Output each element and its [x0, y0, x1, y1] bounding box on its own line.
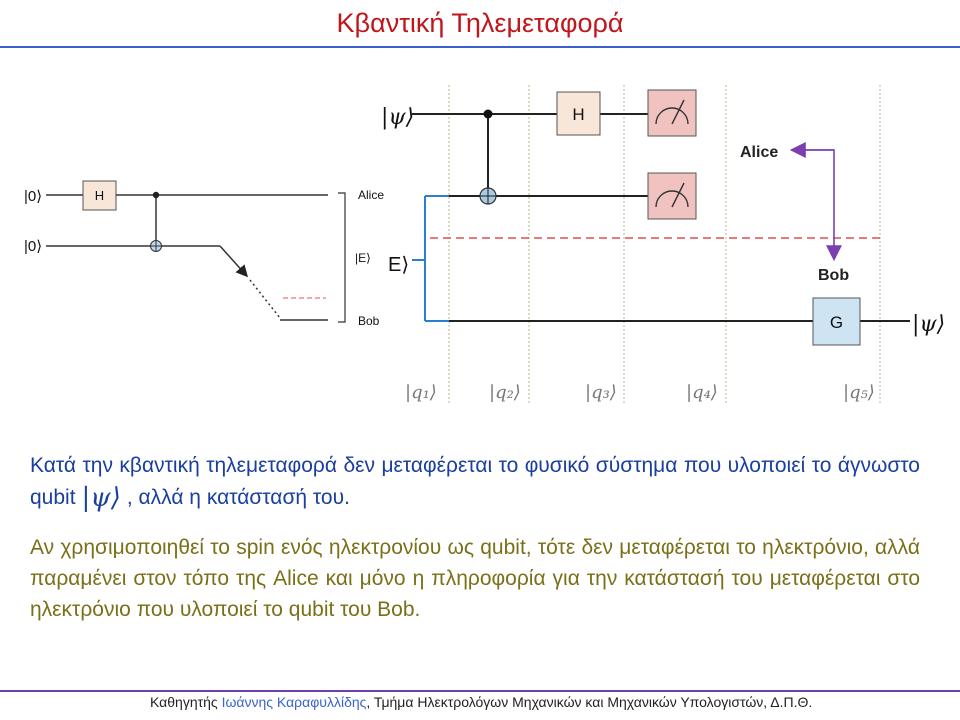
stage-label-4: |q₄⟩ — [686, 382, 718, 403]
left-label-bob: Bob — [358, 314, 380, 328]
footer-author: Ιωάννης Καραφυλλίδης — [221, 694, 367, 710]
right-gate-h-label: H — [572, 105, 584, 124]
left-circuit: |0⟩ |0⟩ H Alice |E⟩ Bob — [24, 180, 384, 328]
left-bracket — [338, 192, 346, 323]
right-e-in: E⟩ — [388, 254, 409, 276]
slide-title: Κβαντική Τηλεμεταφορά — [336, 8, 624, 38]
left-input-bottom: |0⟩ — [24, 238, 42, 255]
stage-label-1: |q₁⟩ — [405, 382, 437, 403]
title-divider — [0, 46, 960, 48]
right-circuit: |ψ⟩ E⟩ H A — [381, 85, 945, 405]
meter-bottom-icon — [647, 172, 697, 220]
left-input-top: |0⟩ — [24, 188, 42, 205]
psi-ket: |ψ⟩ — [81, 483, 121, 513]
left-transport-arrow — [219, 245, 249, 278]
left-label-alice: Alice — [358, 188, 384, 202]
footer-affiliation: , Τμήμα Ηλεκτρολόγων Μηχανικών και Μηχαν… — [366, 694, 813, 710]
classical-channel-arrow — [792, 149, 842, 262]
paragraph-secondary: Αν χρησιμοποιηθεί το spin ενός ηλεκτρονί… — [30, 536, 920, 621]
footer-prefix: Καθηγητής — [150, 694, 222, 710]
right-gate-h — [556, 91, 601, 136]
stage-label-5: |q₅⟩ — [843, 382, 875, 403]
footer: Καθηγητής Ιωάννης Καραφυλλίδης, Τμήμα Ηλ… — [150, 694, 950, 710]
paragraph-main-text-a: Κατά την κβαντική τηλεμεταφορά δεν μεταφ… — [30, 454, 920, 509]
paragraph-main-text-b: , αλλά η κατάστασή του. — [126, 486, 350, 509]
right-gate-g — [812, 297, 861, 346]
right-psi-out: |ψ⟩ — [912, 312, 945, 337]
right-label-bob: Bob — [818, 267, 849, 284]
footer-divider — [0, 690, 960, 692]
right-label-alice: Alice — [740, 144, 778, 161]
stage-label-3: |q₃⟩ — [585, 382, 617, 403]
left-transport-dotted — [249, 279, 281, 319]
right-gate-g-label: G — [830, 313, 843, 332]
stage-label-2: |q₂⟩ — [489, 382, 521, 403]
left-cnot-control — [152, 191, 160, 199]
paragraph-main: Κατά την κβαντική τηλεμεταφορά δεν μεταφ… — [30, 450, 920, 514]
cnot-control — [483, 109, 493, 119]
meter-top-icon — [647, 89, 697, 137]
left-label-state: |E⟩ — [355, 251, 371, 265]
right-psi-in: |ψ⟩ — [381, 105, 414, 130]
left-gate-h-label: H — [95, 188, 104, 203]
